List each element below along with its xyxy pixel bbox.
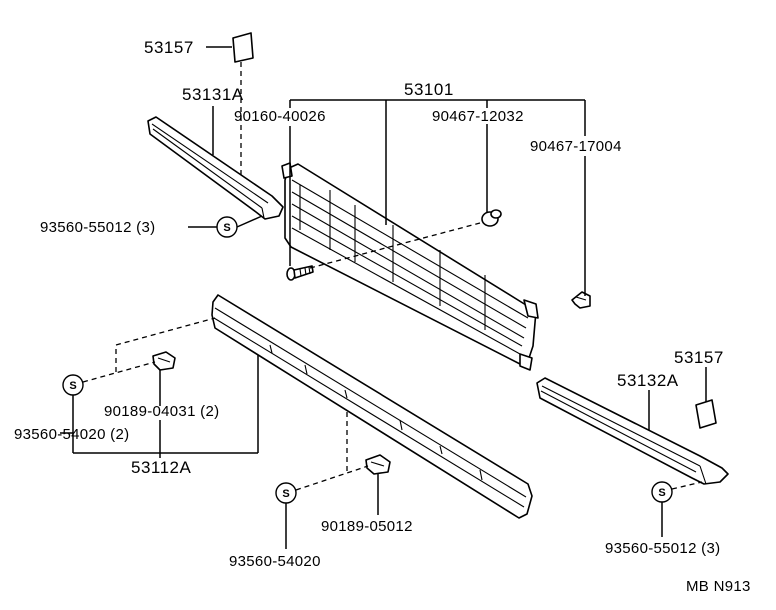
label-53101: 53101 [404, 80, 454, 99]
label-93560-54020-left: 93560-54020 (2) [14, 426, 129, 443]
label-53157-right: 53157 [674, 348, 724, 367]
label-53131a: 53131A [182, 85, 244, 104]
label-53157-top: 53157 [144, 38, 194, 57]
part-53157-top [232, 32, 254, 63]
label-90189-05012: 90189-05012 [321, 518, 413, 535]
label-90467-17004: 90467-17004 [530, 138, 622, 155]
screw-symbol-left: S [62, 374, 84, 396]
part-90189-04031-clip [152, 351, 176, 371]
part-90467-12032-clip [481, 209, 502, 227]
label-53112a: 53112A [131, 458, 192, 477]
part-labels: 53157 53131A 53101 90160-40026 90467-120… [14, 38, 751, 595]
label-93560-55012-top: 93560-55012 (3) [40, 219, 155, 236]
label-90467-12032: 90467-12032 [432, 108, 524, 125]
part-53101-grille [281, 162, 539, 371]
svg-text:S: S [69, 380, 76, 392]
part-53112a-molding [211, 294, 533, 519]
screw-symbol-right: S [651, 481, 673, 503]
leader-lines [60, 46, 707, 549]
label-93560-54020-bottom: 93560-54020 [229, 553, 321, 570]
label-93560-55012-right: 93560-55012 (3) [605, 540, 720, 557]
label-53132a: 53132A [617, 371, 679, 390]
screw-symbol-bottom: S [275, 482, 297, 504]
part-53157-right [695, 399, 717, 429]
screw-symbol-top: S [216, 216, 238, 238]
svg-text:S: S [223, 222, 230, 234]
svg-text:S: S [658, 487, 665, 499]
label-90189-04031: 90189-04031 (2) [104, 403, 219, 420]
label-90160-40026: 90160-40026 [234, 108, 326, 125]
part-53131a-molding [147, 116, 284, 220]
svg-text:S: S [282, 488, 289, 500]
part-90160-screw [286, 265, 314, 281]
part-90189-05012-clip [365, 454, 391, 475]
part-53132a-molding [536, 377, 729, 485]
part-90467-17004-clip [571, 291, 591, 309]
diagram-code: MB N913 [686, 578, 751, 595]
